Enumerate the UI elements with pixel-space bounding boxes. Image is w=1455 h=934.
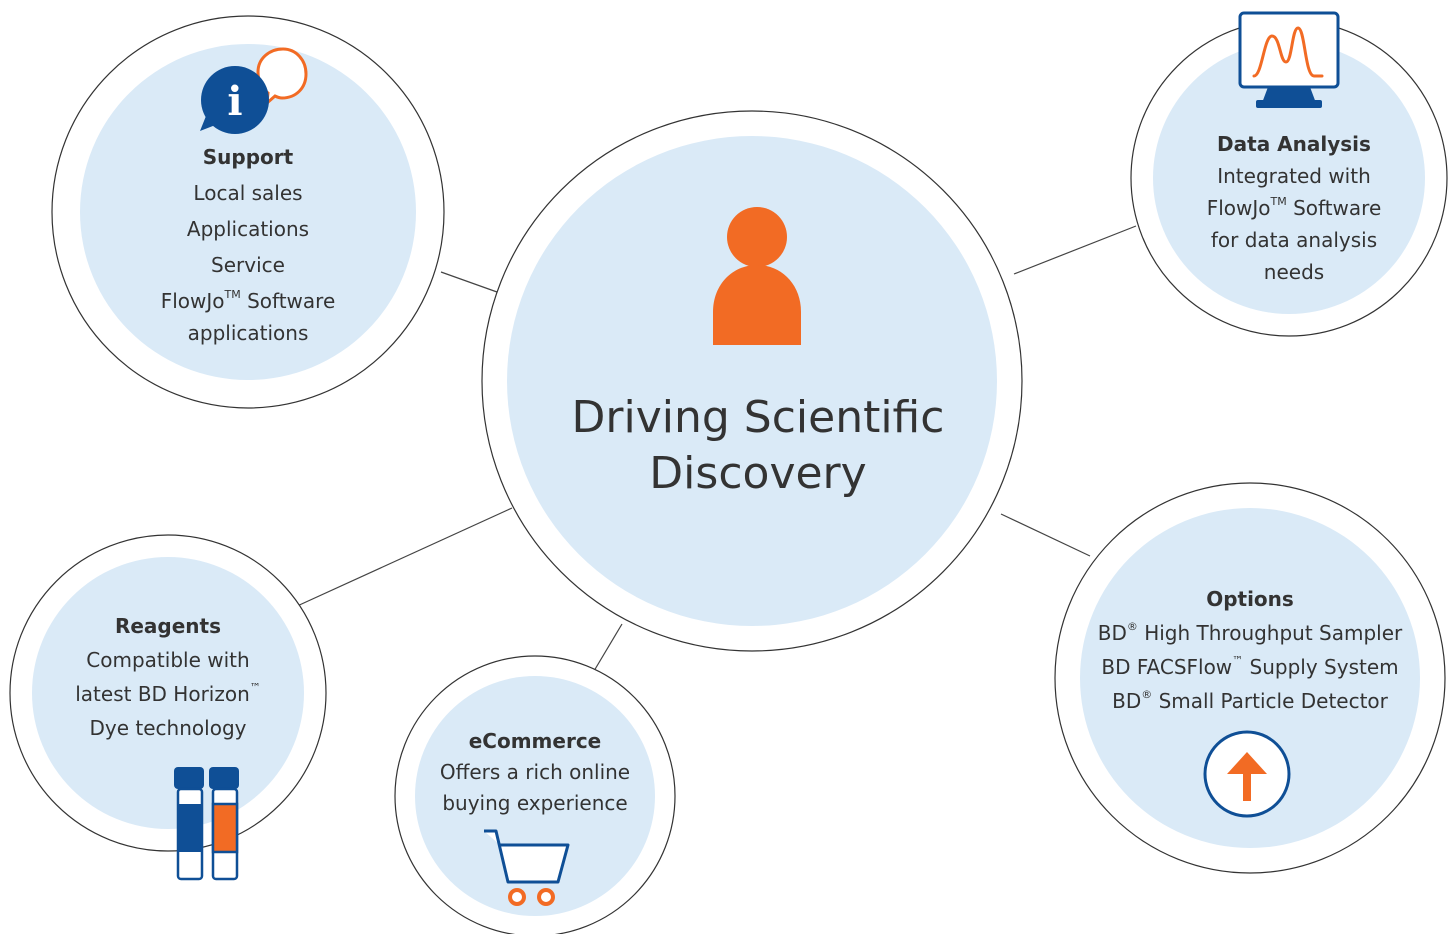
- ecommerce-text: eCommerce Offers a rich online buying ex…: [425, 726, 645, 819]
- options-line-hts: BD® High Throughput Sampler: [1085, 616, 1415, 650]
- center-title: Driving Scientific Discovery: [518, 390, 998, 502]
- data-analysis-line-flowjo: FlowJoTM Software: [1179, 192, 1409, 224]
- svg-text:i: i: [227, 78, 242, 125]
- data-analysis-node: [1130, 19, 1448, 337]
- options-spd-mark: ®: [1141, 688, 1153, 702]
- support-line-local-sales: Local sales: [193, 181, 303, 205]
- support-flowjo-tm: TM: [224, 288, 241, 302]
- data-analysis-title: Data Analysis: [1217, 132, 1371, 156]
- shopping-cart-icon: [484, 829, 570, 906]
- up-arrow-icon: [1203, 730, 1291, 818]
- reagents-horizon-tm: ™: [249, 681, 261, 695]
- reagents-title: Reagents: [114, 614, 222, 638]
- options-hts-mark: ®: [1126, 620, 1138, 634]
- center-node: [481, 110, 1023, 652]
- connector-ecommerce: [590, 623, 623, 677]
- options-facsflow-text: BD FACSFlow: [1101, 655, 1233, 679]
- connector-data-analysis: [1013, 225, 1137, 275]
- options-line-spd: BD® Small Particle Detector: [1085, 684, 1415, 718]
- data-analysis-flowjo-software: Software: [1286, 196, 1382, 220]
- data-analysis-flowjo-text: FlowJo: [1206, 196, 1271, 220]
- data-analysis-line-needs: needs: [1263, 260, 1325, 284]
- info-chat-icon: i: [200, 47, 308, 134]
- connector-reagents: [294, 507, 513, 608]
- data-analysis-line-integrated: Integrated with: [1217, 164, 1371, 188]
- options-facsflow-mark: ™: [1232, 654, 1244, 668]
- data-analysis-text: Data Analysis Integrated with FlowJoTM S…: [1179, 128, 1409, 288]
- reagents-node: [9, 534, 327, 852]
- options-title: Options: [1206, 587, 1294, 611]
- support-text: Support Local sales Applications Service…: [128, 141, 368, 349]
- reagents-text: Reagents Compatible with latest BD Horiz…: [48, 611, 288, 743]
- data-analysis-line-for-data: for data analysis: [1210, 228, 1378, 252]
- monitor-histogram-icon: [1238, 11, 1340, 108]
- options-hts-bd: BD: [1097, 621, 1127, 645]
- options-spd-text: Small Particle Detector: [1152, 689, 1388, 713]
- support-title: Support: [202, 145, 294, 169]
- options-node: [1054, 482, 1446, 874]
- reagent-vials-icon: [174, 767, 239, 881]
- data-analysis-flowjo-tm: TM: [1270, 195, 1287, 209]
- ecommerce-title: eCommerce: [468, 729, 602, 753]
- ecommerce-line-buying: buying experience: [442, 791, 628, 815]
- support-line-flowjo: FlowJoTM Software: [128, 285, 368, 317]
- options-hts-text: High Throughput Sampler: [1137, 621, 1403, 645]
- ecommerce-line-offers: Offers a rich online: [439, 760, 631, 784]
- connector-options: [1000, 513, 1091, 557]
- reagents-line-compatible: Compatible with: [86, 648, 250, 672]
- reagents-horizon-text: latest BD Horizon: [75, 682, 250, 706]
- support-line-applications: Applications: [186, 217, 310, 241]
- support-flowjo-text: FlowJo: [160, 289, 225, 313]
- person-icon: [713, 207, 801, 345]
- center-title-line-2: Discovery: [649, 448, 867, 499]
- support-line-service: Service: [211, 253, 285, 277]
- options-line-facsflow: BD FACSFlow™ Supply System: [1085, 650, 1415, 684]
- connector-lines: [294, 225, 1137, 677]
- support-line-applications-2: applications: [187, 321, 309, 345]
- center-title-line-1: Driving Scientific: [571, 392, 945, 443]
- options-text: Options BD® High Throughput Sampler BD F…: [1085, 582, 1415, 718]
- reagents-line-dye: Dye technology: [89, 716, 247, 740]
- options-facsflow-supply: Supply System: [1243, 655, 1399, 679]
- ecommerce-node: [394, 655, 676, 934]
- options-spd-bd: BD: [1112, 689, 1142, 713]
- connector-support: [440, 271, 498, 293]
- support-flowjo-software: Software: [240, 289, 336, 313]
- support-node: [51, 15, 445, 409]
- reagents-line-horizon: latest BD Horizon™: [48, 679, 288, 709]
